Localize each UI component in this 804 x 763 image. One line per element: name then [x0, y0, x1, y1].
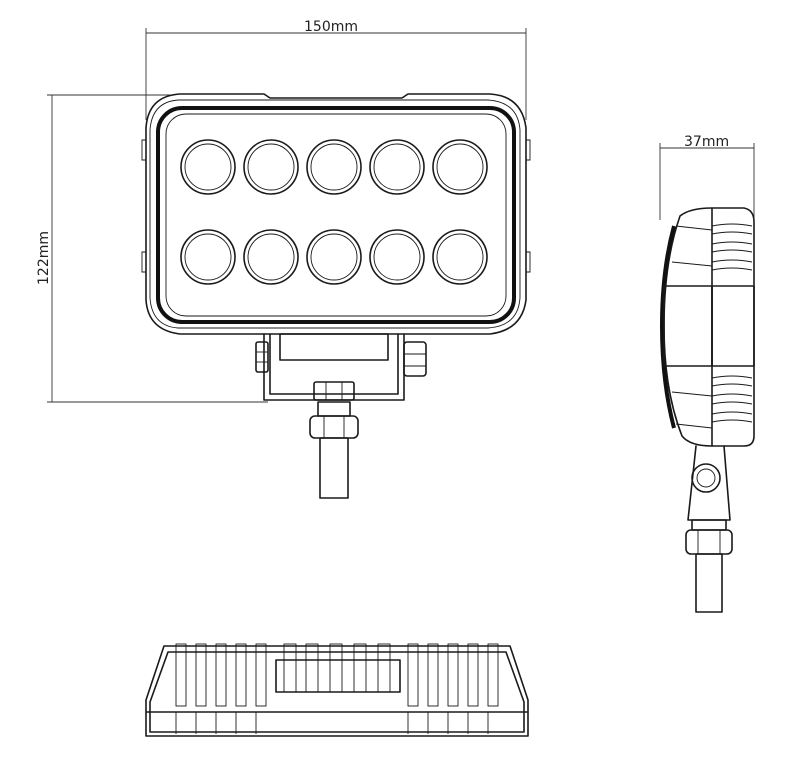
led	[432, 139, 488, 195]
led	[180, 229, 236, 285]
side-bolt	[691, 463, 721, 493]
bottom-fins	[175, 643, 499, 707]
side-fins-top	[671, 223, 753, 271]
width-dimension: 150mm	[145, 19, 527, 120]
led	[306, 139, 362, 195]
led	[369, 139, 425, 195]
led	[243, 229, 299, 285]
cable-gland	[309, 401, 359, 499]
height-label: 122mm	[36, 231, 52, 285]
side-fins-bottom	[671, 375, 753, 429]
bottom-lower-ribs	[175, 712, 489, 734]
led-row-top	[180, 139, 488, 195]
led-row-bottom	[180, 229, 488, 285]
front-view	[141, 93, 531, 499]
led	[180, 139, 236, 195]
led	[306, 229, 362, 285]
led	[432, 229, 488, 285]
led	[243, 139, 299, 195]
led	[369, 229, 425, 285]
depth-label: 37mm	[684, 134, 729, 150]
depth-dimension: 37mm	[659, 134, 755, 220]
bottom-view	[145, 643, 529, 737]
width-label: 150mm	[304, 19, 358, 35]
height-dimension: 122mm	[36, 94, 268, 403]
mounting-bracket	[255, 333, 427, 401]
side-view	[659, 207, 755, 613]
